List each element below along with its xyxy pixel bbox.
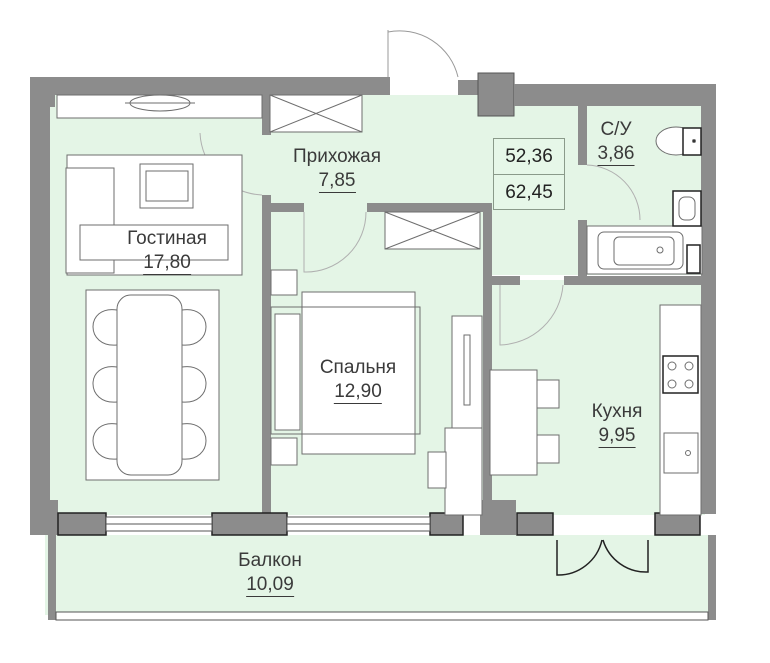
total-area: 62,45	[505, 182, 553, 203]
room-balcony: Балкон 10,09	[238, 549, 302, 597]
room-name: Спальня	[319, 357, 397, 378]
room-area: 3,86	[597, 142, 635, 166]
room-name: Балкон	[238, 550, 302, 571]
furniture	[56, 94, 703, 516]
room-area: 7,85	[318, 169, 356, 193]
room-bedroom: Спальня 12,90	[320, 356, 396, 404]
balcony-rail	[55, 611, 709, 621]
room-name: Гостиная	[127, 228, 207, 249]
room-name: Кухня	[591, 401, 643, 422]
room-kitchen: Кухня 9,95	[591, 400, 643, 448]
room-name: С/У	[600, 119, 632, 140]
entrance-door	[387, 30, 459, 78]
room-area: 12,90	[334, 380, 382, 404]
room-living: Гостиная 17,80	[127, 227, 207, 275]
room-area: 17,80	[143, 251, 191, 275]
room-area: 10,09	[246, 573, 294, 597]
living-area-total: 52,36	[494, 139, 564, 175]
room-bathroom: С/У 3,86	[597, 118, 635, 166]
room-hall: Прихожая 7,85	[293, 145, 381, 193]
room-area: 9,95	[598, 424, 636, 448]
room-name: Прихожая	[292, 146, 382, 167]
walls	[30, 72, 716, 620]
windows	[105, 516, 431, 532]
area-totals: 52,36 62,45	[493, 138, 565, 210]
